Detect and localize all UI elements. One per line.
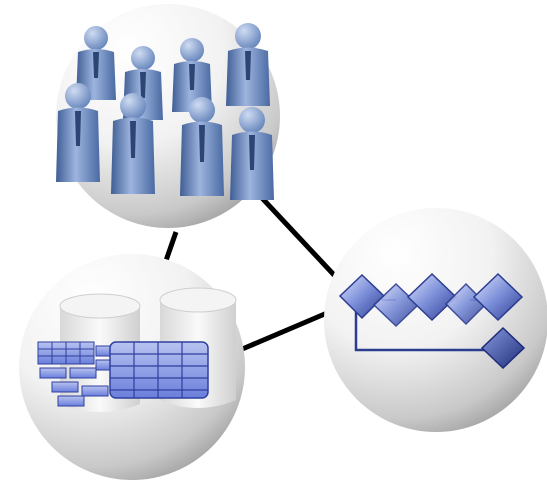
database-node <box>19 254 245 480</box>
connector-database-process <box>239 310 328 353</box>
connector-people-process <box>260 196 337 278</box>
people-group-icon <box>56 23 274 200</box>
process-sphere <box>324 208 547 432</box>
database-tables-icon <box>37 287 237 412</box>
process-node <box>324 208 547 432</box>
process-flow-icon <box>338 272 526 370</box>
people-node <box>56 4 280 228</box>
